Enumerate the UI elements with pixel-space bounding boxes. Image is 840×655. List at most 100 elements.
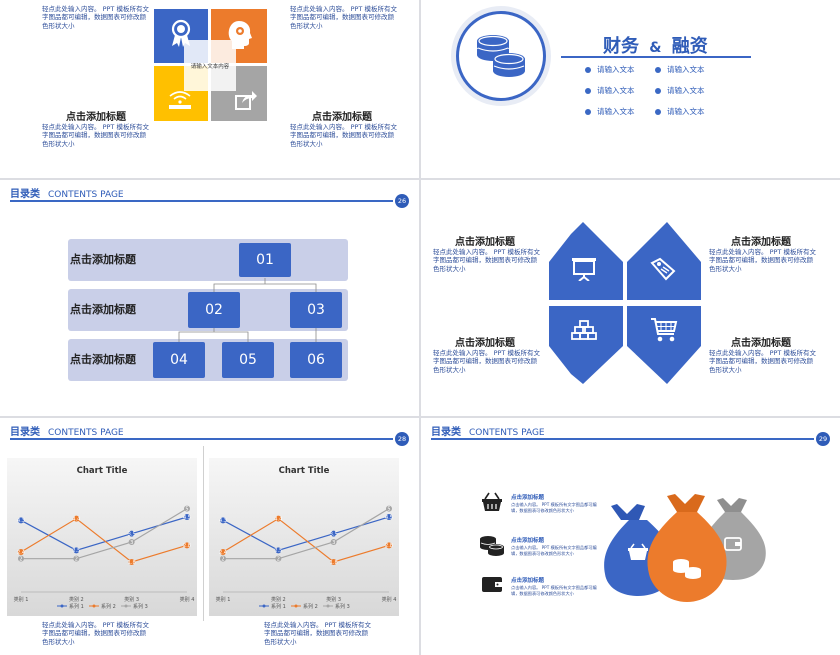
center-tile: 请输入文本内容 [184, 40, 236, 91]
series-line [20, 517, 188, 563]
data-point [128, 539, 135, 545]
coins-icon [480, 536, 504, 556]
item-title-2[interactable]: 点击添加标题 [511, 538, 545, 544]
data-point [18, 555, 24, 562]
tile-blue [154, 9, 208, 63]
data-label: 2 [75, 556, 78, 562]
data-label: 4.4 [72, 516, 80, 522]
data-label: 2.8 [385, 543, 393, 549]
right-text: 轻点此处输入内容。 PPT 模板所有文字图品都可编辑，数据图表可修改颜色形状大小 [290, 123, 397, 148]
data-point [386, 505, 392, 512]
block-title-2[interactable]: 点击添加标题 [731, 237, 791, 248]
presentation-icon [572, 258, 596, 281]
node-03[interactable]: 03 [290, 292, 342, 328]
data-label: 2.5 [72, 548, 80, 554]
x-tick-label: 类别 2 [271, 596, 286, 603]
legend-label: 系列 1 [69, 603, 84, 610]
quad-area [421, 180, 840, 416]
legend-label: 系列 2 [303, 603, 318, 610]
row-title-2[interactable]: 点击添加标题 [70, 303, 136, 316]
header-line [10, 200, 393, 202]
tag-icon [650, 257, 676, 281]
header-label: 目录类 [10, 189, 40, 200]
share-icon [235, 91, 257, 110]
node-01[interactable]: 01 [239, 243, 291, 277]
data-label: 2.4 [17, 550, 25, 556]
node-05[interactable]: 05 [222, 342, 274, 378]
quad-bottom-right [627, 306, 701, 384]
finance-title: 财务 & 融资 [603, 32, 708, 58]
bullet-2[interactable]: 请输入文本 [655, 64, 705, 75]
data-label: 3.5 [128, 531, 136, 537]
block-title-3[interactable]: 点击添加标题 [455, 338, 515, 349]
row-title-1[interactable]: 点击添加标题 [70, 253, 136, 266]
data-label: 5 [387, 506, 390, 512]
money-bag-orange [647, 494, 727, 602]
node-02[interactable]: 02 [188, 292, 240, 328]
block-text-2: 轻点此处输入内容。 PPT 模板所有文字图品都可编辑，数据图表可修改颜色形状大小 [709, 248, 816, 273]
x-tick-label: 类别 3 [124, 596, 139, 603]
shopping-cart-icon [651, 318, 678, 342]
item-text-3: 点击输入内容。 PPT 模板所有文字图品都可编辑，数据图表可修改颜色形状大小 [511, 585, 597, 596]
data-point [330, 539, 337, 545]
legend-marker [326, 604, 330, 608]
title-part-b: 融资 [671, 36, 708, 57]
bullet-3[interactable]: 请输入文本 [585, 85, 635, 96]
ribbon-icon [171, 19, 191, 47]
data-label: 2.5 [274, 548, 282, 554]
data-label: 2 [19, 556, 22, 562]
data-label: 4.3 [17, 518, 25, 524]
x-tick-label: 类别 4 [180, 596, 195, 603]
item-text-2: 点击输入内容。 PPT 模板所有文字图品都可编辑，数据图表可修改颜色形状大小 [511, 545, 597, 556]
series-line [223, 508, 390, 560]
item-title-3[interactable]: 点击添加标题 [511, 578, 545, 584]
data-label: 3 [332, 540, 335, 546]
node-06[interactable]: 06 [290, 342, 342, 378]
right-title[interactable]: 点击添加标题 [312, 112, 372, 123]
bullet-4[interactable]: 请输入文本 [655, 85, 705, 96]
data-point [73, 515, 80, 522]
data-point [386, 514, 392, 520]
page-number: 28 [395, 432, 409, 446]
data-point [184, 505, 190, 512]
slide-1[interactable]: 轻点此处输入内容。 PPT 模板所有文字图品都可编辑，数据图表可修改颜色形状大小… [0, 0, 419, 178]
x-tick-label: 类别 1 [14, 596, 29, 603]
left-title[interactable]: 点击添加标题 [66, 112, 126, 123]
series-line [222, 516, 390, 551]
bullet-1[interactable]: 请输入文本 [585, 64, 635, 75]
bullet-6[interactable]: 请输入文本 [655, 106, 705, 117]
slide-2[interactable]: 财务 & 融资 请输入文本 请输入文本 请输入文本 请输入文本 请输入文本 请输… [421, 0, 840, 178]
quad-top-right [627, 222, 701, 300]
block-title-1[interactable]: 点击添加标题 [455, 237, 515, 248]
block-text-1: 轻点此处输入内容。 PPT 模板所有文字图品都可编辑，数据图表可修改颜色形状大小 [433, 248, 540, 273]
money-bags [604, 494, 766, 602]
chart-divider [203, 446, 204, 621]
chart-right-text: 轻点此处输入内容。 PPT 模板所有文字图品都可编辑，数据图表可修改颜色形状大小 [264, 621, 371, 646]
row-title-3[interactable]: 点击添加标题 [70, 353, 136, 366]
block-title-4[interactable]: 点击添加标题 [731, 338, 791, 349]
block-text-3: 轻点此处输入内容。 PPT 模板所有文字图品都可编辑，数据图表可修改颜色形状大小 [433, 349, 540, 374]
data-label: 2 [221, 556, 224, 562]
data-point [275, 555, 282, 562]
x-tick-label: 类别 4 [382, 596, 397, 603]
bullet-5[interactable]: 请输入文本 [585, 106, 635, 117]
legend-label: 系列 3 [133, 603, 148, 610]
data-label: 4.5 [385, 515, 393, 521]
data-label: 4.5 [183, 515, 191, 521]
wifi-icon [169, 91, 191, 109]
node-04[interactable]: 04 [153, 342, 205, 378]
item-title-1[interactable]: 点击添加标题 [511, 495, 545, 501]
tile-orange [211, 9, 267, 63]
data-point [128, 530, 135, 537]
